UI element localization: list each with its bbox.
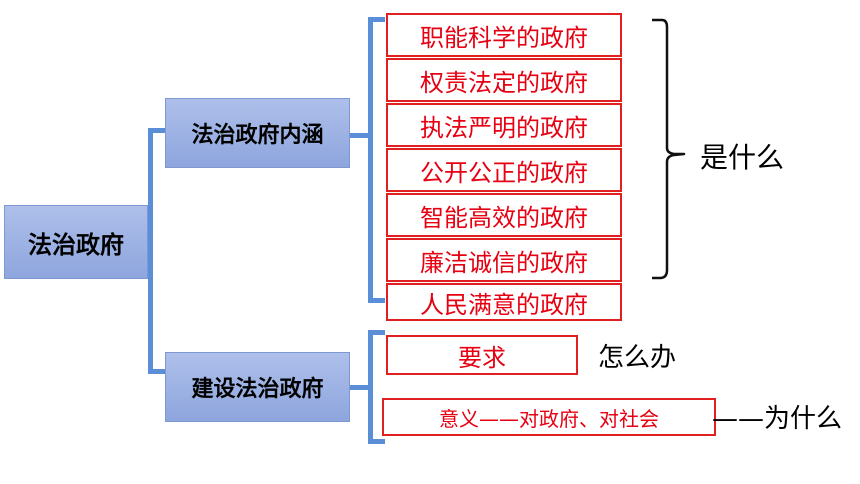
requirement-label: 要求 <box>458 343 506 372</box>
meaning-box: 意义——对政府、对社会 <box>382 398 716 436</box>
branch1-list-top-tick <box>368 17 385 22</box>
list-item-label: 智能高效的政府 <box>420 203 588 232</box>
branch2-list-top-tick <box>368 330 385 335</box>
meaning-label: 意义——对政府、对社会 <box>439 406 659 431</box>
list-item-label: 职能科学的政府 <box>420 23 588 52</box>
root-vertical-connector <box>148 128 153 374</box>
root-node-label: 法治政府 <box>28 230 124 259</box>
branch1-list-bottom-tick <box>368 298 385 303</box>
branch1-connector-tick <box>148 128 165 133</box>
requirement-box: 要求 <box>386 335 578 375</box>
list-item-label: 权责法定的政府 <box>420 68 588 97</box>
list-item: 公开公正的政府 <box>386 148 622 192</box>
list-item-label: 廉洁诚信的政府 <box>420 248 588 277</box>
root-node: 法治政府 <box>4 205 148 279</box>
list-item-label: 公开公正的政府 <box>420 158 588 187</box>
branch1-link <box>350 133 371 138</box>
list-item: 职能科学的政府 <box>386 13 622 57</box>
list-item-label: 执法严明的政府 <box>420 113 588 142</box>
branch-node-connotation-label: 法治政府内涵 <box>191 123 324 148</box>
branch-node-connotation: 法治政府内涵 <box>165 98 350 168</box>
how-label: 怎么办 <box>598 343 677 373</box>
branch-node-build: 建设法治政府 <box>165 352 350 422</box>
why-label: ——为什么 <box>712 404 843 434</box>
list-item: 智能高效的政府 <box>386 193 622 237</box>
list-item-label: 人民满意的政府 <box>420 290 588 319</box>
branch1-list-vertical-connector <box>368 17 373 303</box>
branch-node-build-label: 建设法治政府 <box>191 377 324 402</box>
what-label: 是什么 <box>700 141 785 174</box>
branch2-list-bottom-tick <box>368 439 385 444</box>
list-item: 权责法定的政府 <box>386 58 622 102</box>
list-item: 廉洁诚信的政府 <box>386 238 622 282</box>
branch2-link <box>350 385 371 390</box>
list-item: 人民满意的政府 <box>386 283 622 321</box>
branch2-connector-tick <box>148 369 165 374</box>
list-item: 执法严明的政府 <box>386 103 622 147</box>
